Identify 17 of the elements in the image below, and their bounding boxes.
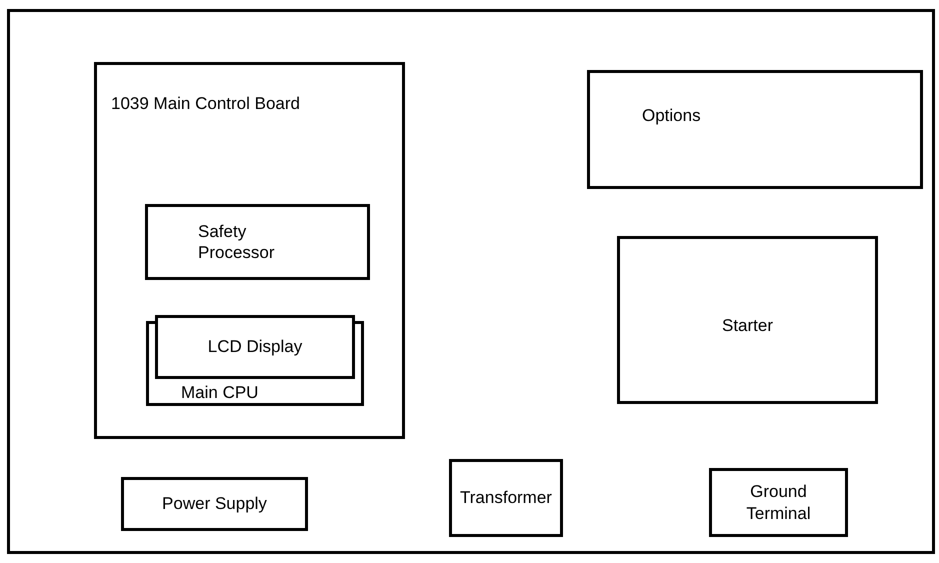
component-box xyxy=(145,204,370,280)
component-box xyxy=(449,459,563,537)
component-label: Transformer xyxy=(460,487,552,509)
component-box xyxy=(155,315,355,379)
component-label: Starter xyxy=(722,315,774,336)
component-label: Power Supply xyxy=(162,493,267,515)
component-label: 1039 Main Control Board xyxy=(111,93,300,114)
component-box xyxy=(587,70,923,189)
component-box xyxy=(617,236,878,404)
component-box xyxy=(709,468,848,537)
component-box xyxy=(94,62,405,439)
component-box xyxy=(121,477,308,531)
component-label: LCD Display xyxy=(208,336,302,358)
component-label: Main CPU xyxy=(181,382,258,403)
component-label: Ground Terminal xyxy=(745,481,812,524)
component-label: Options xyxy=(642,105,701,126)
component-label: Safety Processor xyxy=(198,220,276,264)
